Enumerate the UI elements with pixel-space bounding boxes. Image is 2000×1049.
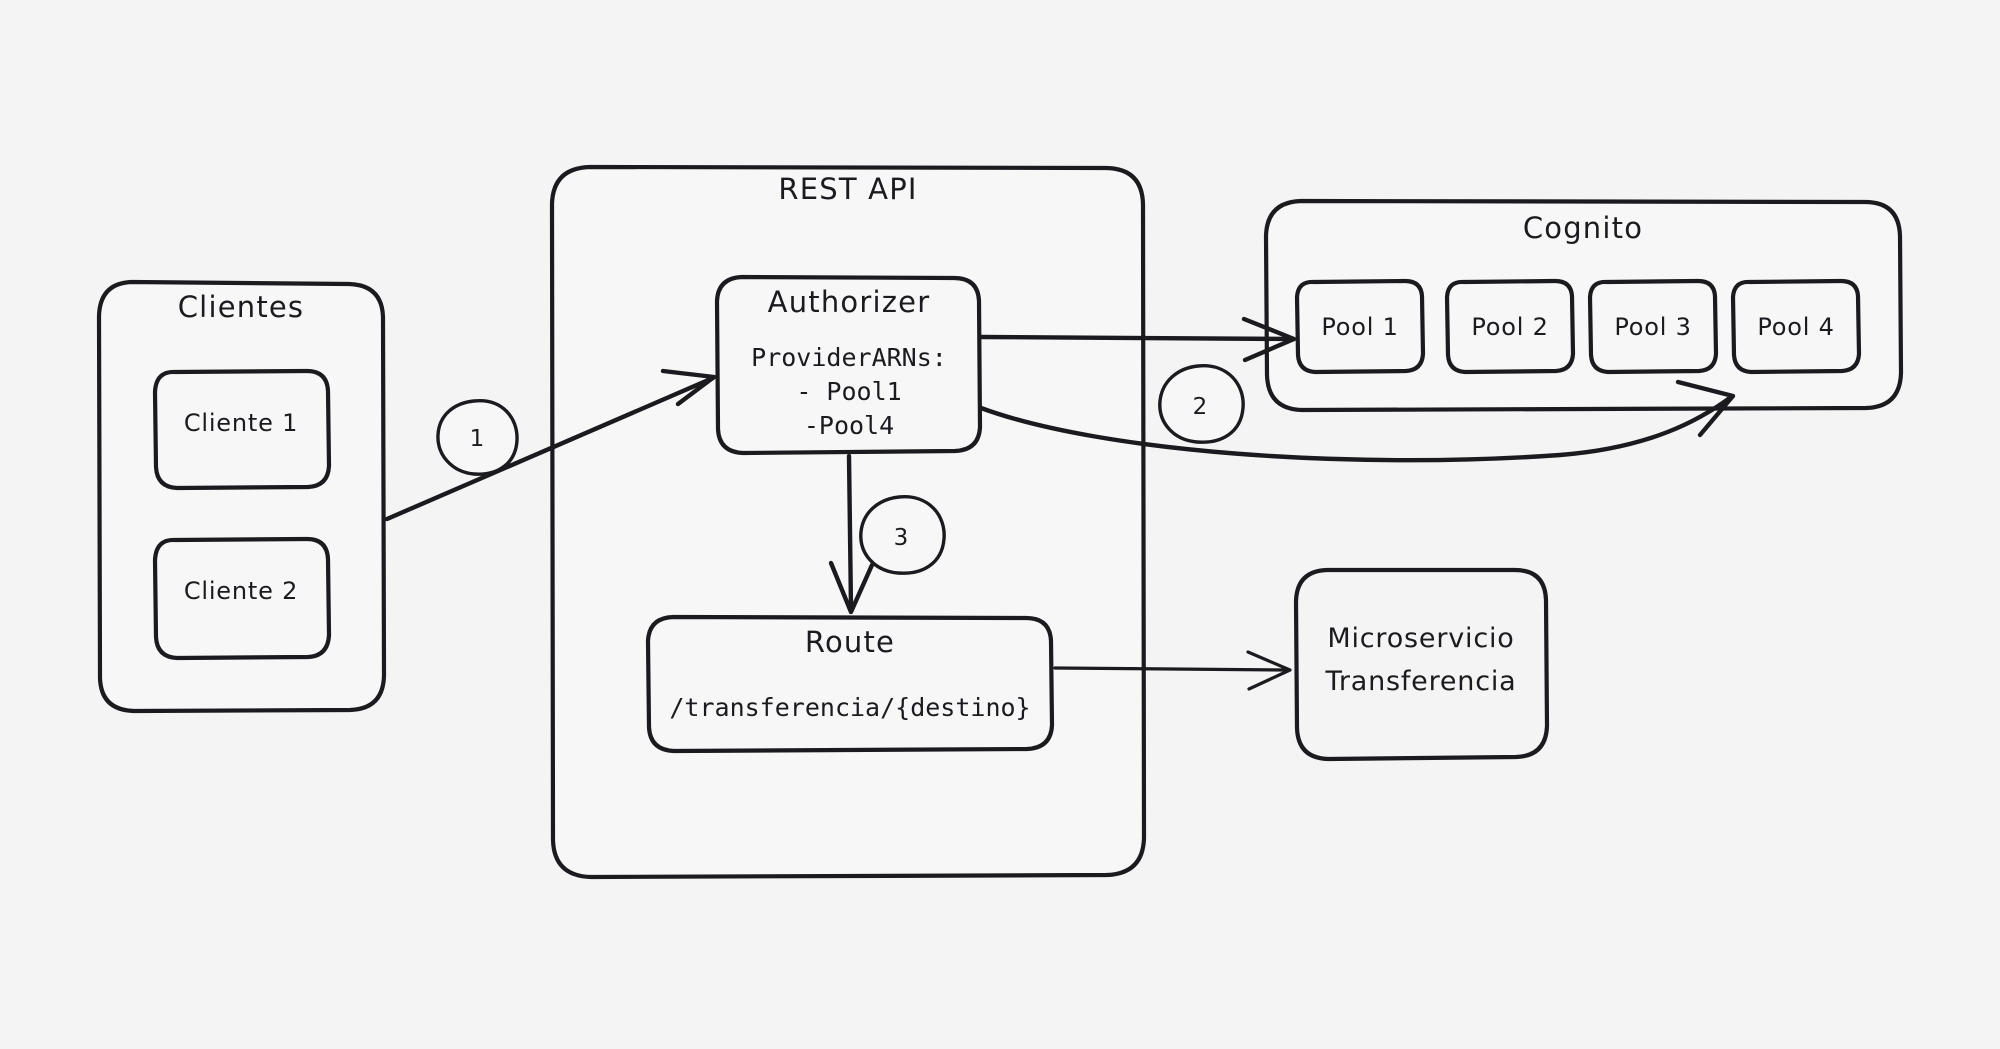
microservicio-line-2: Transferencia [1325,666,1517,697]
arrow-2b-line [978,394,1734,463]
microservicio-shape [1293,567,1550,762]
pool-card-1[interactable]: Pool 2 [1444,278,1576,375]
pool-card-0-label: Pool 1 [1321,313,1398,341]
arrow-route-to-microservicio [1053,650,1292,691]
route-node[interactable]: Route /transferencia/{destino} [645,614,1055,754]
arrow-2a-head [1241,316,1297,363]
client-card-1-label: Cliente 2 [184,577,298,605]
arrow-authorizer-to-pool1 [978,316,1297,363]
pool-card-3-label: Pool 4 [1757,313,1834,341]
pool-card-2-shape [1587,278,1719,375]
client-card-0-label: Cliente 1 [184,409,298,437]
rest-api-title: REST API [778,172,917,206]
step-marker-1-label: 1 [470,426,485,452]
authorizer-node[interactable]: Authorizer ProviderARNs: - Pool1 -Pool4 [714,274,983,456]
arrow-1-head [660,368,717,407]
client-card-1[interactable]: Cliente 2 [152,536,332,661]
pool-card-1-label: Pool 2 [1471,313,1548,341]
client-card-0[interactable]: Cliente 1 [152,368,332,491]
authorizer-body-line-2: -Pool4 [804,411,894,440]
arrow-1-line [384,375,716,522]
step-marker-1: 1 [436,399,519,476]
pool-card-3-shape [1730,278,1862,375]
arrow-2a-line [978,334,1295,342]
arrow-2b-head [1675,379,1736,438]
pool-card-2[interactable]: Pool 3 [1587,278,1719,375]
group-rest-api[interactable]: REST API Authorizer ProviderARNs: - Pool… [549,164,1147,880]
pool-card-0-shape [1294,278,1426,375]
microservicio-line-1: Microservicio [1327,623,1514,654]
arrow-authorizer-to-pool4 [978,379,1736,463]
clientes-title: Clientes [178,290,305,324]
pool-card-2-label: Pool 3 [1614,313,1691,341]
authorizer-shape [714,274,983,456]
arrow-3-head [828,560,875,615]
arrow-3-line [846,453,854,611]
route-path: /transferencia/{destino} [669,693,1030,722]
group-cognito[interactable]: Cognito Pool 1 Pool 2 Pool 3 Pool 4 [1263,198,1904,413]
pool-card-0[interactable]: Pool 1 [1294,278,1426,375]
authorizer-title: Authorizer [768,285,931,319]
step-marker-2: 2 [1158,364,1245,444]
group-clientes[interactable]: Clientes Cliente 1 Cliente 2 [96,279,387,714]
cognito-container-outline [1263,198,1904,413]
arrow-4-line [1053,666,1289,672]
arrow-authorizer-to-route [828,453,875,615]
step-marker-3: 3 [859,495,946,575]
microservicio-node[interactable]: Microservicio Transferencia [1293,567,1550,762]
arrow-4-head [1246,650,1292,691]
clientes-container-outline [96,279,387,714]
step-marker-3-label: 3 [894,525,909,551]
step-marker-3-circle [859,495,946,575]
pool-card-3[interactable]: Pool 4 [1730,278,1862,375]
client-card-0-shape [152,368,332,491]
authorizer-body-line-0: ProviderARNs: [751,343,947,372]
pool-card-1-shape [1444,278,1576,375]
route-shape [645,614,1055,754]
step-marker-2-label: 2 [1193,394,1208,420]
step-marker-2-circle [1158,364,1245,444]
client-card-1-shape [152,536,332,661]
route-title: Route [805,625,895,659]
arrow-clientes-to-authorizer [384,368,717,522]
step-marker-1-circle [436,399,519,476]
authorizer-body-line-1: - Pool1 [796,377,901,406]
cognito-title: Cognito [1523,211,1643,245]
